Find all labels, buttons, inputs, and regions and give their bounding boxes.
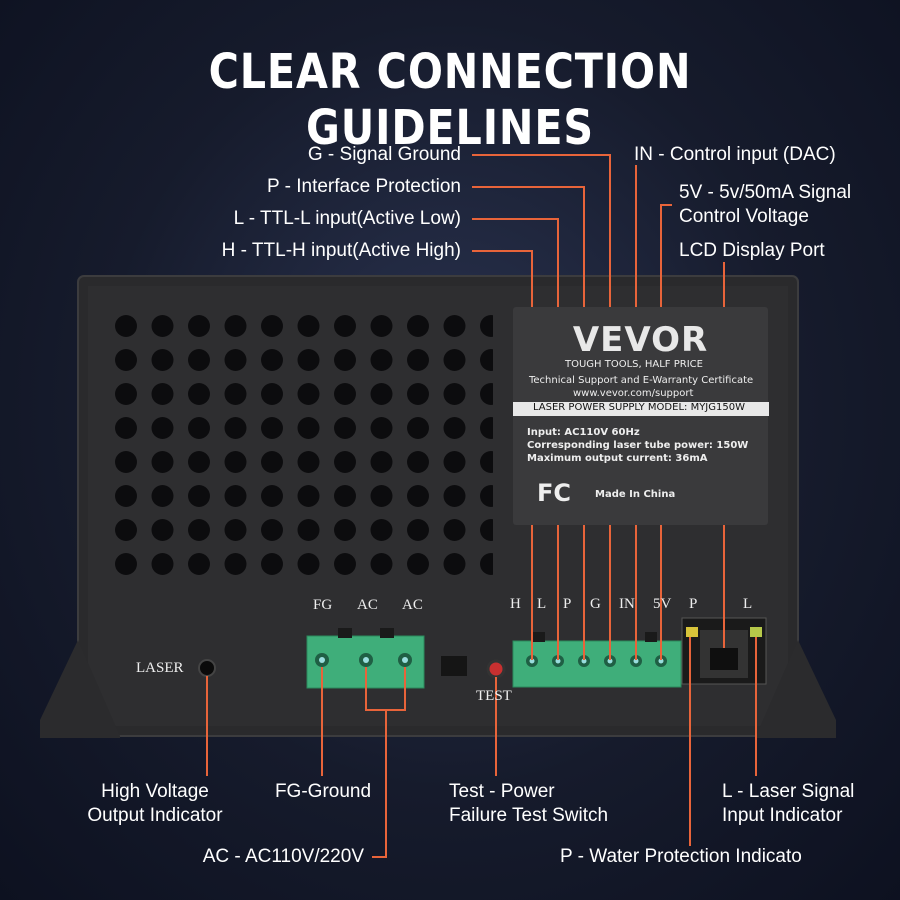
silk-g: G bbox=[590, 596, 601, 612]
silk-test: TEST bbox=[476, 688, 512, 704]
right-flange bbox=[756, 640, 836, 738]
plate-tube-power: Corresponding laser tube power: 150W bbox=[527, 440, 749, 451]
label-ac-voltage: AC - AC110V/220V bbox=[202, 846, 364, 867]
label-5v-line1: 5V - 5v/50mA Signal bbox=[679, 182, 852, 203]
silk-ac-1: AC bbox=[357, 597, 378, 613]
label-interface-protection: P - Interface Protection bbox=[267, 176, 461, 197]
fc-logo: FC bbox=[537, 479, 572, 507]
plate-max-current: Maximum output current: 36mA bbox=[527, 453, 708, 464]
plate-made-in: Made In China bbox=[595, 489, 676, 500]
label-control-input: IN - Control input (DAC) bbox=[634, 144, 836, 165]
silk-fg: FG bbox=[313, 597, 333, 613]
silk-laser: LASER bbox=[136, 660, 184, 676]
silk-h: H bbox=[510, 596, 521, 612]
label-laser-line1: L - Laser Signal bbox=[722, 781, 855, 802]
plate-support: Technical Support and E-Warranty Certifi… bbox=[529, 375, 754, 386]
label-laser-line2: Input Indicator bbox=[722, 805, 843, 826]
silk-in: IN bbox=[619, 596, 635, 612]
label-lcd-port: LCD Display Port bbox=[679, 240, 825, 261]
label-hv-line1: High Voltage bbox=[101, 781, 209, 802]
label-water-protection: P - Water Protection Indicato bbox=[560, 846, 802, 867]
label-fg-ground: FG-Ground bbox=[274, 781, 372, 802]
silk-p: P bbox=[563, 596, 572, 612]
vent-grid bbox=[113, 313, 493, 587]
plate-product: LASER POWER SUPPLY MODEL: MYJG150W bbox=[513, 402, 769, 416]
silk-port-l: L bbox=[743, 596, 753, 612]
test-button bbox=[486, 659, 506, 679]
silk-5v: 5V bbox=[653, 596, 672, 612]
left-flange bbox=[40, 640, 120, 738]
brand-logo: VEVOR bbox=[572, 320, 709, 360]
label-5v-line2: Control Voltage bbox=[679, 206, 809, 227]
label-test-line2: Failure Test Switch bbox=[449, 805, 609, 826]
label-test-line1: Test - Power bbox=[449, 781, 555, 802]
plate-tagline: TOUGH TOOLS, HALF PRICE bbox=[565, 359, 703, 370]
silk-l: L bbox=[537, 596, 547, 612]
signal-terminal-block bbox=[512, 640, 682, 688]
label-ttl-l: L - TTL-L input(Active Low) bbox=[233, 208, 461, 229]
label-hv-line2: Output Indicator bbox=[87, 805, 223, 826]
silk-port-p: P bbox=[689, 596, 698, 612]
silk-ac-2: AC bbox=[402, 597, 423, 613]
plate-input: Input: AC110V 60Hz bbox=[527, 427, 640, 438]
label-ttl-h: H - TTL-H input(Active High) bbox=[221, 240, 461, 261]
page-title: CLEAR CONNECTION GUIDELINES bbox=[208, 44, 692, 156]
port-p-indicator bbox=[686, 627, 698, 637]
small-switch bbox=[441, 656, 467, 676]
label-signal-ground: G - Signal Ground bbox=[307, 144, 461, 165]
label-plate: VEVOR TOUGH TOOLS, HALF PRICE Technical … bbox=[513, 307, 769, 525]
port-l-indicator bbox=[750, 627, 762, 637]
laser-indicator-hole bbox=[198, 659, 216, 677]
plate-url: www.vevor.com/support bbox=[573, 388, 694, 399]
